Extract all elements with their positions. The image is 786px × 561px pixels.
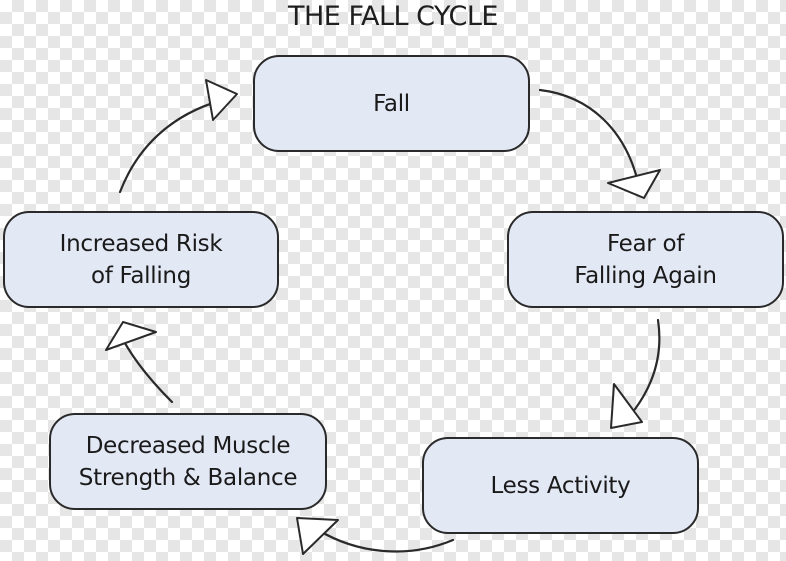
- node-decreased-muscle-strength: Decreased Muscle Strength & Balance: [49, 413, 327, 510]
- node-decreased-muscle-strength-label: Decreased Muscle Strength & Balance: [78, 432, 298, 491]
- node-less-activity: Less Activity: [422, 437, 699, 534]
- arrowhead-less-activity: [610, 383, 643, 429]
- edge-fall-to-fear: [538, 88, 640, 184]
- edge-fear-to-less-activity: [626, 318, 661, 420]
- node-fear-of-falling-again: Fear of Falling Again: [507, 211, 784, 308]
- arrowhead-decreased: [296, 517, 339, 555]
- node-increased-risk-of-falling: Increased Risk of Falling: [3, 211, 279, 308]
- node-fall-label: Fall: [373, 90, 410, 117]
- edge-decreased-to-increased: [118, 332, 174, 404]
- node-fall: Fall: [253, 55, 530, 152]
- arrowhead-fear: [607, 169, 661, 199]
- node-increased-risk-of-falling-label: Increased Risk of Falling: [59, 230, 223, 289]
- node-less-activity-label: Less Activity: [490, 472, 631, 499]
- edge-less-activity-to-decreased: [316, 528, 455, 553]
- arrowhead-fall: [205, 79, 238, 121]
- diagram-title: THE FALL CYCLE: [288, 1, 498, 32]
- node-fear-of-falling-again-label: Fear of Falling Again: [574, 230, 717, 289]
- arrowhead-increased: [105, 321, 157, 351]
